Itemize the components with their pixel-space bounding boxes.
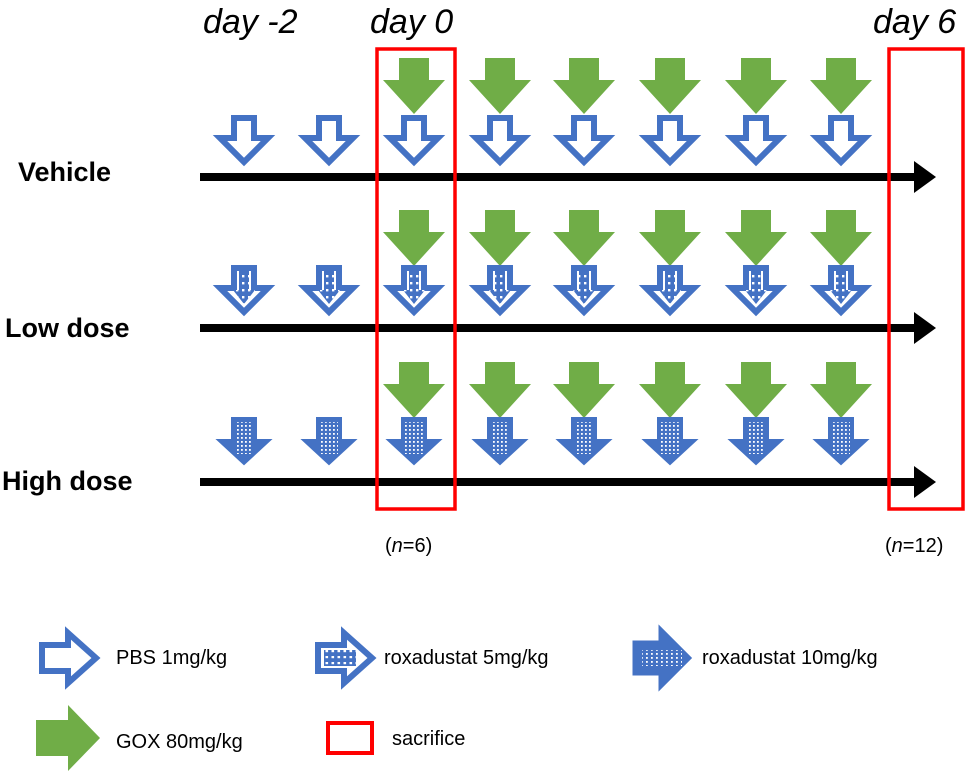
gox-arrow-icon	[639, 58, 701, 114]
timeline-arrowhead-icon	[914, 466, 936, 498]
timeline-arrowhead-icon	[914, 161, 936, 193]
pbs-arrow-icon	[297, 115, 361, 167]
gox-arrow-icon	[639, 210, 701, 266]
timeline-row-3	[200, 362, 936, 498]
day-0-label: day 0	[370, 3, 453, 41]
roxadustat-5mg-arrow-dots	[489, 271, 511, 304]
roxadustat-10mg-arrow-dots	[661, 422, 679, 454]
gox-arrow-icon	[553, 58, 615, 114]
timeline-arrowhead-icon	[914, 312, 936, 344]
roxadustat-5mg-arrow-dots	[233, 271, 255, 304]
pbs-arrow-icon	[638, 115, 702, 167]
timeline-row-1	[200, 58, 936, 193]
legend-sacrifice-label: sacrifice	[392, 728, 465, 750]
roxadustat-10mg-arrow-dots	[832, 422, 850, 454]
row-label-vehicle: Vehicle	[18, 157, 111, 187]
roxadustat-5mg-arrow-dots	[318, 271, 340, 304]
gox-arrow-icon	[383, 210, 445, 266]
legend: PBS 1mg/kg roxadustat 5mg/kg roxadustat …	[36, 624, 878, 771]
gox-arrow-icon	[725, 58, 787, 114]
legend-rox5-label: roxadustat 5mg/kg	[384, 647, 549, 669]
legend-pbs-label: PBS 1mg/kg	[116, 647, 227, 669]
pbs-arrow-icon	[809, 115, 873, 167]
pbs-arrow-icon	[552, 115, 616, 167]
day-6-label: day 6	[873, 3, 956, 41]
timelines	[200, 58, 936, 498]
gox-arrow-icon	[553, 210, 615, 266]
n-label-day-6: (n=12)	[885, 535, 943, 557]
legend-gox-arrow-icon	[36, 705, 100, 771]
gox-arrow-icon	[725, 362, 787, 418]
roxadustat-5mg-arrow-dots	[573, 271, 595, 304]
gox-arrow-icon	[639, 362, 701, 418]
timeline-row-2	[200, 210, 936, 344]
gox-arrow-icon	[810, 58, 872, 114]
roxadustat-5mg-arrow-dots	[659, 271, 681, 304]
gox-arrow-icon	[469, 210, 531, 266]
gox-arrow-icon	[553, 362, 615, 418]
row-label-low-dose: Low dose	[5, 313, 130, 343]
pbs-arrow-icon	[212, 115, 276, 167]
row-label-high-dose: High dose	[2, 466, 133, 496]
roxadustat-10mg-arrow-dots	[747, 422, 765, 454]
roxadustat-5mg-arrow-dots	[403, 271, 425, 304]
legend-rox10-label: roxadustat 10mg/kg	[702, 647, 878, 669]
legend-sacrifice-box-icon	[326, 721, 374, 755]
pbs-arrow-icon	[382, 115, 446, 167]
roxadustat-5mg-arrow-dots	[745, 271, 767, 304]
gox-arrow-icon	[810, 362, 872, 418]
gox-arrow-icon	[469, 362, 531, 418]
roxadustat-10mg-arrow-dots	[235, 422, 253, 454]
roxadustat-5mg-arrow-dots	[830, 271, 852, 304]
pbs-arrow-icon	[724, 115, 788, 167]
legend-gox-label: GOX 80mg/kg	[116, 731, 243, 753]
pbs-arrow-icon	[468, 115, 532, 167]
gox-arrow-icon	[383, 58, 445, 114]
gox-arrow-icon	[383, 362, 445, 418]
day-minus2-label: day -2	[203, 3, 298, 41]
roxadustat-10mg-arrow-dots	[491, 422, 509, 454]
sacrifice-box-day-6	[887, 47, 965, 511]
sacrifice-box-day-0	[375, 47, 457, 511]
roxadustat-10mg-arrow-dots	[575, 422, 593, 454]
gox-arrow-icon	[469, 58, 531, 114]
roxadustat-10mg-arrow-dots	[320, 422, 338, 454]
gox-arrow-icon	[810, 210, 872, 266]
n-label-day-0: (n=6)	[385, 535, 432, 557]
legend-pbs-arrow-icon	[39, 626, 101, 690]
gox-arrow-icon	[725, 210, 787, 266]
roxadustat-10mg-arrow-dots	[405, 422, 423, 454]
